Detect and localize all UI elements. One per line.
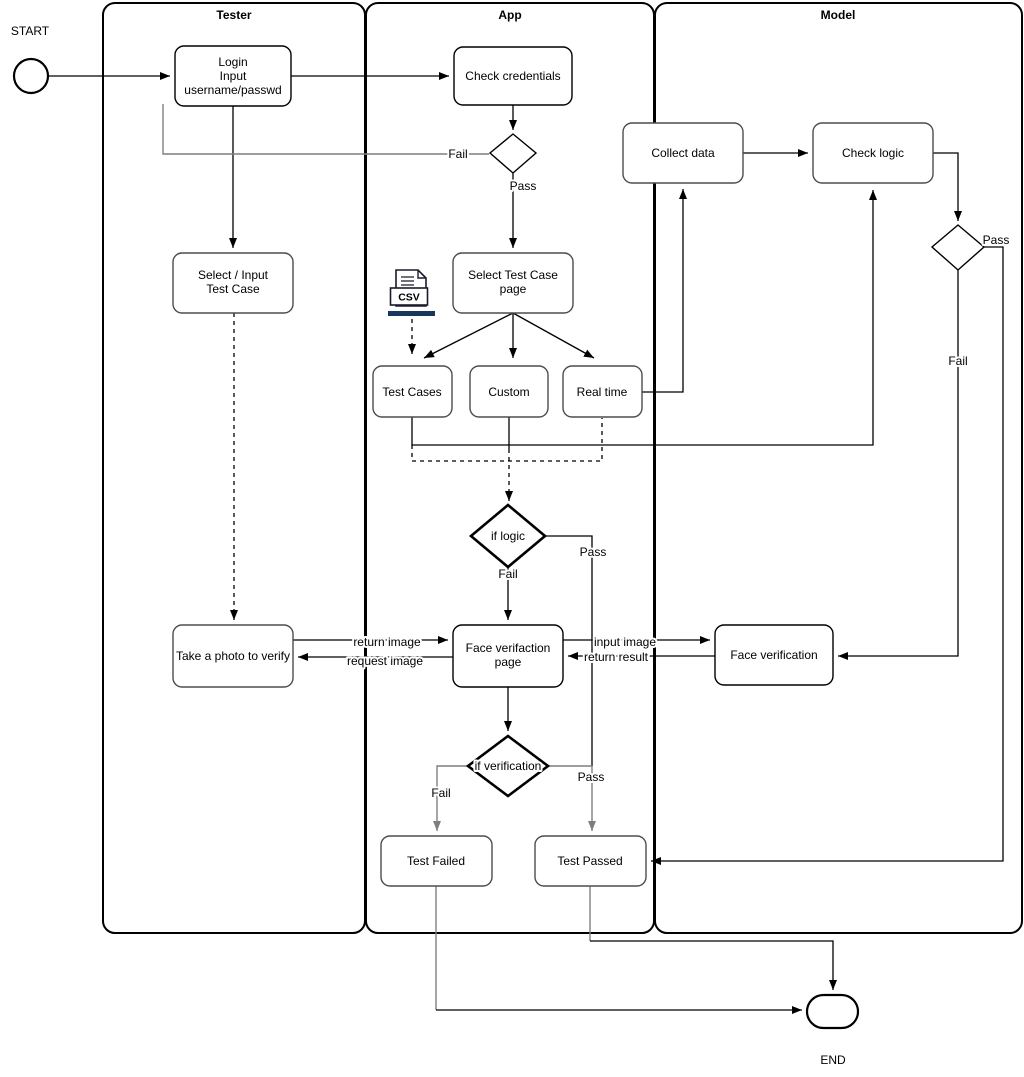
label-logic-pass: Pass bbox=[580, 545, 607, 559]
edge-page-to-test-cases bbox=[423, 312, 514, 359]
edge-test-cases-to-check-logic bbox=[411, 190, 877, 446]
node-check-logic: Check logic bbox=[812, 122, 934, 184]
node-custom: Custom bbox=[469, 365, 549, 418]
node-test-passed-label: Test Passed bbox=[557, 854, 622, 868]
edge-if-logic-pass bbox=[545, 535, 593, 766]
label-credentials-fail: Fail bbox=[448, 147, 467, 161]
label-verification-fail: Fail bbox=[431, 786, 450, 800]
node-face-verification: Face verification bbox=[714, 624, 834, 686]
node-custom-label: Custom bbox=[488, 385, 529, 399]
node-face-page: Face verifaction page bbox=[452, 624, 564, 688]
node-login-line3: username/passwd bbox=[184, 83, 281, 97]
label-input-image: input image bbox=[594, 635, 656, 649]
node-test-cases-label: Test Cases bbox=[382, 385, 441, 399]
edge-verification-fail bbox=[433, 765, 470, 831]
lane-tester-title: Tester bbox=[216, 8, 251, 22]
csv-file-icon: CSV bbox=[388, 269, 435, 316]
label-logic-fail: Fail bbox=[498, 567, 517, 581]
end-label: END bbox=[820, 1053, 846, 1067]
node-select-test-case-page-line1: Select Test Case bbox=[468, 268, 558, 282]
lane-model bbox=[654, 2, 1023, 934]
lane-model-title: Model bbox=[821, 8, 856, 22]
node-select-input-line2: Test Case bbox=[206, 282, 260, 296]
node-real-time-label: Real time bbox=[577, 385, 628, 399]
lane-app-title: App bbox=[498, 8, 521, 22]
node-face-page-line2: page bbox=[495, 655, 522, 669]
node-take-photo-label: Take a photo to verify bbox=[176, 649, 290, 663]
node-collect-data-label: Collect data bbox=[651, 146, 715, 160]
decision-model-logic bbox=[930, 224, 986, 271]
edge-model-fail-to-face-verification bbox=[838, 270, 959, 660]
node-test-failed-label: Test Failed bbox=[407, 854, 465, 868]
decision-if-logic: if logic bbox=[468, 503, 548, 569]
node-real-time: Real time bbox=[562, 365, 643, 418]
node-check-logic-label: Check logic bbox=[842, 146, 904, 160]
edge-real-time-to-collect-data bbox=[642, 189, 687, 393]
node-take-photo: Take a photo to verify bbox=[172, 624, 294, 688]
start-label: START bbox=[11, 24, 50, 38]
edge-credentials-fail-feedback bbox=[162, 104, 489, 155]
decision-if-verification-label: if verification bbox=[475, 759, 542, 773]
label-return-result: return result bbox=[584, 650, 649, 664]
node-check-credentials: Check credentials bbox=[453, 46, 573, 106]
start-node bbox=[12, 57, 50, 95]
label-model-fail: Fail bbox=[948, 354, 967, 368]
edge-model-pass-to-test-passed bbox=[651, 246, 1004, 865]
edge-check-logic-to-decision bbox=[933, 152, 962, 221]
label-request-image: request image bbox=[347, 654, 423, 668]
node-select-input: Select / Input Test Case bbox=[172, 252, 294, 314]
node-test-passed: Test Passed bbox=[534, 835, 647, 887]
edge-test-passed-to-end bbox=[590, 940, 837, 990]
decision-credentials bbox=[488, 133, 538, 174]
end-node bbox=[805, 993, 860, 1030]
node-login-line2: Input bbox=[220, 69, 247, 83]
node-login-line1: Login bbox=[218, 55, 247, 69]
edge-dashed-bracket bbox=[411, 418, 603, 462]
label-credentials-pass: Pass bbox=[510, 179, 537, 193]
label-model-pass: Pass bbox=[983, 233, 1010, 247]
node-select-test-case-page-line2: page bbox=[500, 282, 527, 296]
node-select-input-line1: Select / Input bbox=[198, 268, 269, 282]
node-test-cases: Test Cases bbox=[372, 365, 453, 418]
node-check-credentials-label: Check credentials bbox=[465, 69, 560, 83]
decision-if-verification: if verification bbox=[465, 734, 551, 798]
node-face-verification-label: Face verification bbox=[730, 648, 817, 662]
csv-store-bar bbox=[388, 311, 435, 316]
node-login: Login Input username/passwd bbox=[174, 45, 292, 107]
node-select-test-case-page: Select Test Case page bbox=[452, 252, 574, 314]
node-test-failed: Test Failed bbox=[380, 835, 493, 887]
edge-page-to-real-time bbox=[512, 312, 595, 359]
label-verification-pass: Pass bbox=[578, 770, 605, 784]
label-return-image: return image bbox=[353, 635, 421, 649]
node-face-page-line1: Face verifaction bbox=[466, 641, 551, 655]
decision-if-logic-label: if logic bbox=[491, 529, 525, 543]
csv-icon-label: CSV bbox=[398, 292, 420, 304]
node-collect-data: Collect data bbox=[622, 122, 744, 184]
